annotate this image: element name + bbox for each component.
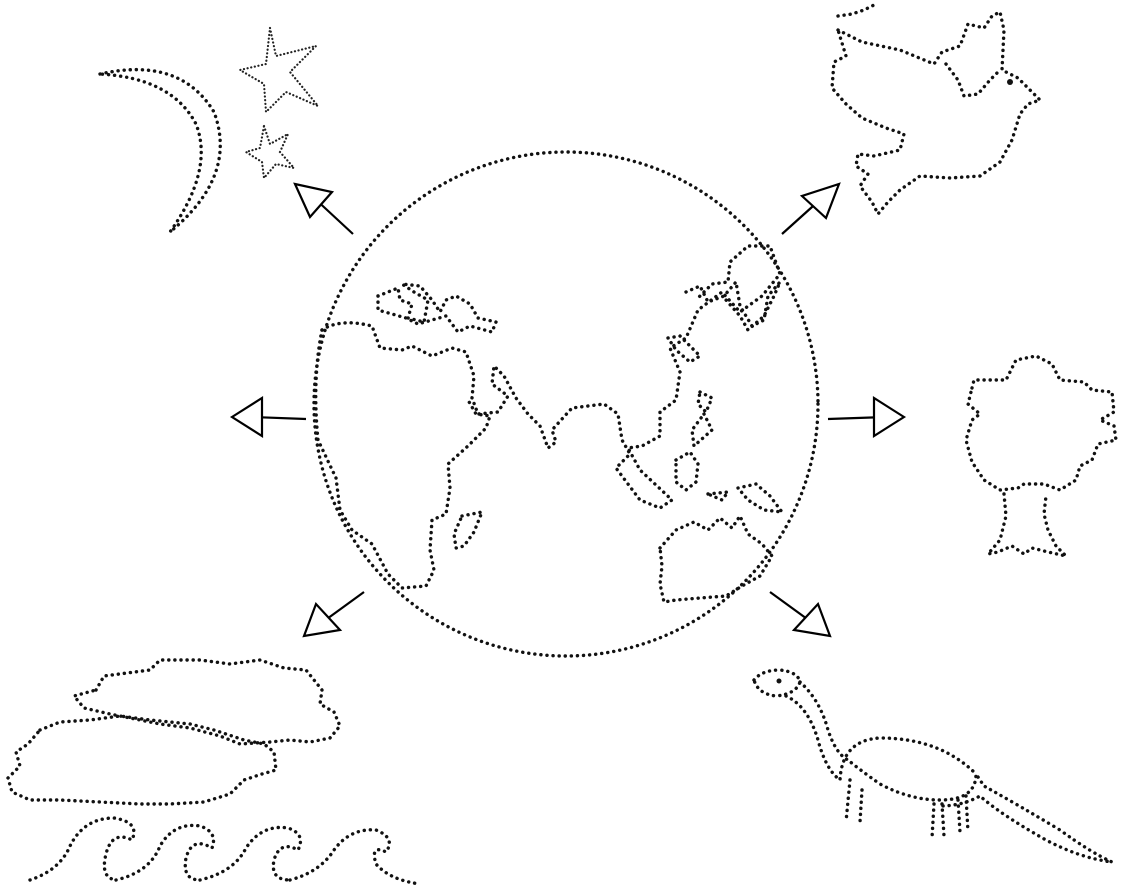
arrow-to-bird (782, 184, 839, 234)
island-borneo (676, 452, 698, 490)
cloud-upper (74, 660, 340, 744)
continent-australia (660, 516, 772, 602)
waves (30, 818, 420, 884)
dinosaur-legs (846, 780, 968, 838)
moon-and-stars-icon (100, 28, 318, 232)
tree-crown (966, 356, 1116, 490)
globe-outline (314, 152, 818, 656)
arrow-to-dinosaur (770, 592, 830, 636)
dove-wing (946, 64, 1000, 96)
island-newguinea (708, 484, 782, 512)
dove-icon (832, 4, 1040, 214)
continent-africa (316, 330, 490, 588)
moon-icon (100, 70, 220, 232)
dinosaur-belly (786, 696, 976, 780)
arrow-to-clouds-waves (304, 592, 364, 636)
star-icon-large (240, 28, 318, 112)
dinosaur-eye (777, 679, 782, 684)
continent-west (322, 246, 780, 508)
globe-icon (314, 152, 818, 656)
tree-icon (966, 356, 1116, 556)
olive-branch (838, 4, 876, 16)
dinosaur-neck-body-tail (800, 682, 1112, 862)
island-madagascar (454, 512, 482, 548)
continent-europe (378, 284, 496, 332)
dove-eye (1007, 79, 1013, 85)
cloud-lower (8, 716, 276, 804)
arrow-to-left-empty (232, 398, 306, 436)
continent-asia-islands (668, 282, 780, 446)
dove-body (832, 12, 1040, 214)
star-icon-small (246, 126, 294, 178)
clouds-and-waves-icon (8, 660, 420, 884)
tree-trunk (988, 494, 1066, 556)
dinosaur-head (754, 670, 800, 696)
arrow-to-night-sky (295, 184, 353, 234)
arrow-to-tree (828, 398, 904, 436)
dinosaur-icon (754, 670, 1112, 862)
